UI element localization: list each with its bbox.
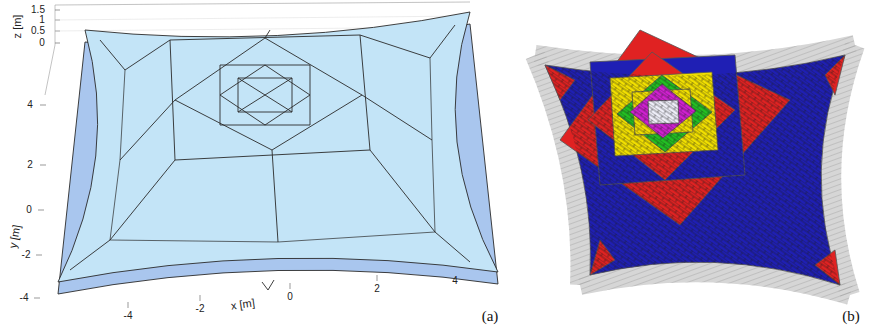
- axis-title: z [m]: [13, 14, 24, 38]
- tick-label: -4: [20, 293, 29, 303]
- tick-label: 4: [452, 276, 458, 286]
- tick-label: -2: [22, 250, 31, 260]
- tick-label: -4: [124, 311, 133, 321]
- tick-label: 0: [39, 38, 45, 48]
- panel-label: (a): [482, 309, 499, 324]
- tick-label: 0: [26, 205, 32, 215]
- vault-model: [58, 12, 498, 294]
- tick-label: 2: [27, 160, 33, 170]
- tick-label: 1.5: [31, 5, 45, 15]
- tick-label: 0: [287, 292, 293, 302]
- tick-label: 1: [39, 15, 45, 25]
- tick-label: 4: [27, 100, 33, 110]
- tick-label: 0.5: [31, 26, 45, 36]
- tick-label: -2: [196, 304, 205, 314]
- axis-title: x [m]: [230, 297, 255, 311]
- tick-label: 2: [374, 284, 380, 294]
- panel-label: (b): [842, 309, 860, 324]
- brick-pattern-model: [535, 30, 855, 295]
- axis-title: y [m]: [8, 223, 23, 248]
